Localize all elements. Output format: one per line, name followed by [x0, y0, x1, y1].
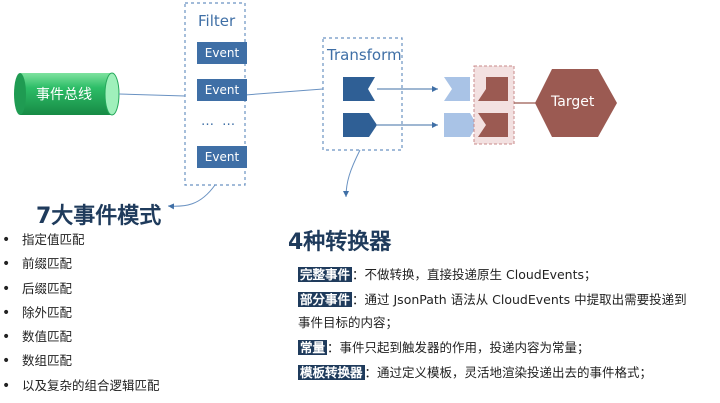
filter-title: Filter [198, 12, 236, 30]
converter-tag: 常量 [298, 340, 328, 355]
modes-list: 指定值匹配 前缀匹配 后缀匹配 除外匹配 数值匹配 数组匹配 以及复杂的组合逻辑… [0, 228, 260, 398]
event-bus-label: 事件总线 [36, 87, 92, 103]
converter-text: ：通过 JsonPath 语法从 CloudEvents 中提取出需要投递到 [352, 292, 687, 307]
connector-light-top [444, 77, 470, 101]
mode-item: 数值匹配 [0, 325, 260, 350]
filter-to-modes-arrow [167, 184, 216, 210]
connector-target-bottom [478, 113, 508, 137]
converter-template: 模板转换器：通过定义模板，灵活地渲染投递出去的事件格式； [298, 362, 652, 381]
converter-text: ：不做转换，直接投递原生 CloudEvents； [352, 267, 597, 282]
bus-to-filter-line [118, 93, 186, 97]
architecture-diagram [14, 2, 617, 210]
converter-constant: 常量：事件只起到触发器的作用，投递内容为常量； [298, 337, 590, 356]
transform-title: Transform [327, 46, 402, 64]
transform-shape-arrow [343, 113, 377, 137]
filter-event-3: Event [197, 146, 247, 168]
mode-item: 除外匹配 [0, 301, 260, 326]
transform-shape-forked [343, 77, 375, 101]
filter-event-1: Event [197, 42, 247, 64]
converter-text: ：事件只起到触发器的作用，投递内容为常量； [327, 340, 590, 355]
filter-to-transform-line [244, 88, 324, 96]
filter-event-2: Event [197, 79, 247, 101]
mode-item: 前缀匹配 [0, 252, 260, 277]
filter-ellipsis: … … [201, 114, 238, 129]
connector-light-bottom [444, 113, 477, 137]
converter-tag: 模板转换器 [298, 365, 365, 380]
connector-target-top [478, 77, 508, 101]
target-hexagon [535, 69, 617, 137]
mode-item: 以及复杂的组合逻辑匹配 [0, 374, 260, 399]
mode-item: 指定值匹配 [0, 228, 260, 253]
converters-heading: 4种转换器 [288, 230, 392, 255]
converter-partial-event-continuation: 事件目标的内容； [298, 315, 399, 330]
converter-text: ：通过定义模板，灵活地渲染投递出去的事件格式； [364, 365, 653, 380]
transform-to-converters-arrow [343, 149, 361, 198]
converter-full-event: 完整事件：不做转换，直接投递原生 CloudEvents； [298, 264, 597, 283]
converter-partial-event: 部分事件：通过 JsonPath 语法从 CloudEvents 中提取出需要投… [298, 289, 687, 308]
event-bus-cylinder [14, 72, 120, 116]
mode-item: 数组匹配 [0, 349, 260, 374]
target-label: Target [551, 94, 595, 110]
converter-tag: 完整事件 [298, 267, 353, 282]
transform-box [322, 37, 403, 151]
converter-tag: 部分事件 [298, 292, 353, 307]
mode-item: 后缀匹配 [0, 277, 260, 302]
modes-heading: 7大事件模式 [36, 204, 162, 229]
